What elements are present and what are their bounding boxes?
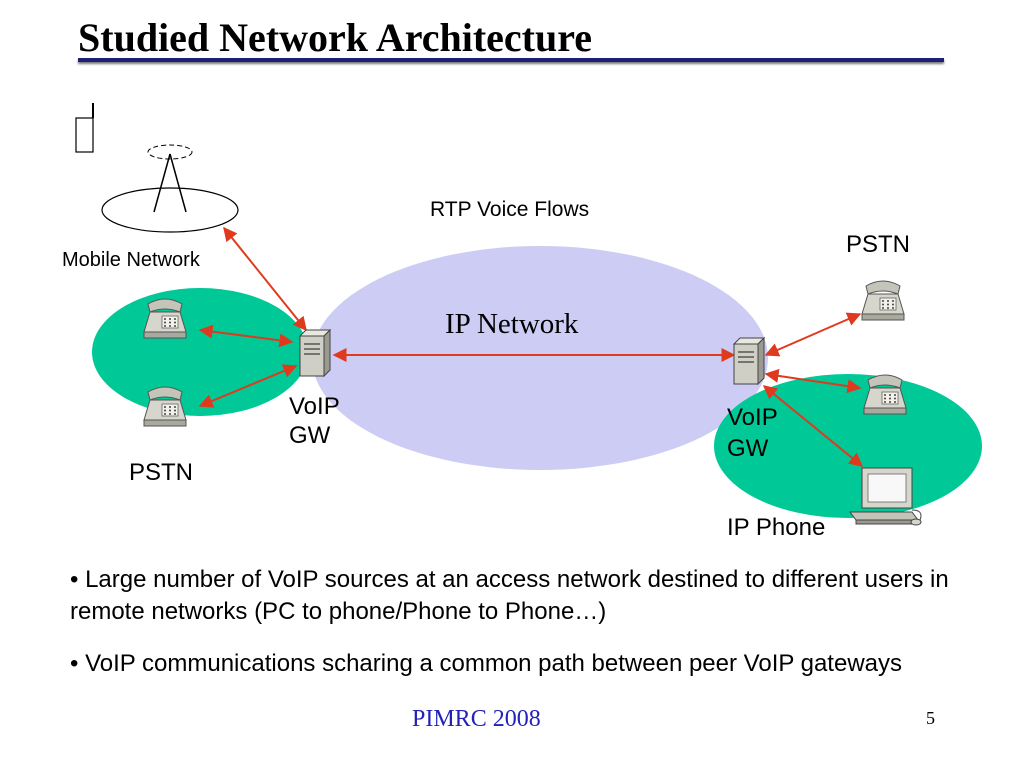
- server-icon: [299, 329, 331, 377]
- flow-arrow-ip-phone: [762, 385, 864, 467]
- network-diagram: [75, 103, 982, 526]
- telephone-icon: [861, 280, 905, 321]
- telephone-icon: [143, 298, 187, 339]
- right-gateway-label-line2: GW: [727, 435, 769, 462]
- ip-phone-label: IP Phone: [727, 514, 826, 541]
- mobile-network-label: Mobile Network: [62, 249, 200, 271]
- mobile-network: [101, 144, 239, 233]
- page-number: 5: [926, 708, 935, 728]
- right-pstn-label: PSTN: [846, 231, 911, 258]
- glyph-box-icon: [75, 103, 94, 153]
- left-gateway-label: VoIP GW: [289, 392, 340, 450]
- telephone-icon: [143, 386, 187, 427]
- flow-arrow-left-phone-bottom: [198, 364, 298, 408]
- flow-arrow-mobile: [223, 226, 307, 332]
- slide-title: Studied Network Architecture: [78, 15, 593, 60]
- bullet-item: • Large number of VoIP sources at an acc…: [70, 566, 949, 625]
- server-icon: [733, 337, 765, 385]
- bullet-item: • VoIP communications scharing a common …: [70, 650, 902, 677]
- left-gateway-label-line1: VoIP: [289, 393, 340, 420]
- flow-arrow-left-phone-top: [198, 324, 294, 348]
- title-underline: [78, 58, 944, 62]
- ip-network-label: IP Network: [445, 308, 579, 340]
- right-gateway-label-line1: VoIP: [727, 404, 778, 431]
- rtp-flow-arrows: [198, 226, 864, 467]
- computer-icon: [849, 467, 922, 526]
- flow-arrow-right-pstn: [764, 312, 862, 357]
- cell-tower-icon: [153, 153, 187, 213]
- bullet-list: • Large number of VoIP sources at an acc…: [70, 564, 950, 700]
- left-pstn-label: PSTN: [129, 459, 194, 486]
- telephone-icon: [863, 374, 907, 415]
- footer-text: PIMRC 2008: [412, 706, 541, 732]
- left-gateway-label-line2: GW: [289, 422, 331, 449]
- left-access-network: [92, 288, 308, 416]
- right-gateway-label: VoIP GW: [727, 402, 778, 464]
- ip-network-cloud: [312, 246, 768, 470]
- rtp-flows-label: RTP Voice Flows: [430, 198, 590, 221]
